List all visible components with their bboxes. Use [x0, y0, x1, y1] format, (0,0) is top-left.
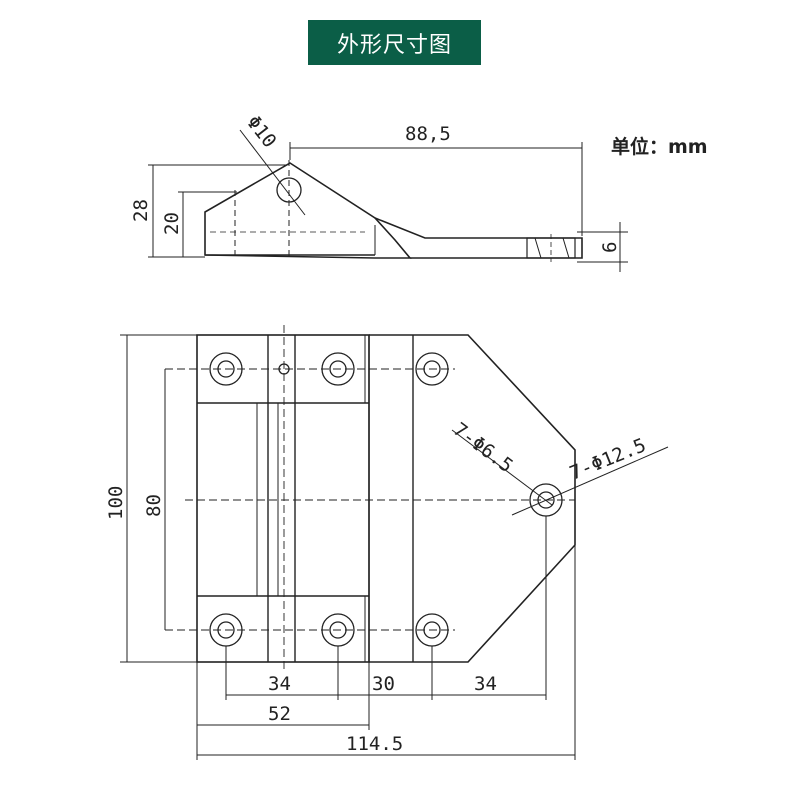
dim-28: 28	[130, 199, 152, 222]
dim-114-5: 114.5	[346, 733, 403, 755]
dim-80: 80	[143, 494, 165, 517]
side-arm-outline	[374, 217, 583, 259]
dim-7-phi12-5: 7-Φ12.5	[567, 434, 649, 484]
dim-phi10: Φ10	[242, 112, 280, 153]
dim-7-phi6-5: 7-Φ6.5	[449, 418, 517, 477]
mounting-holes	[209, 352, 563, 647]
front-view	[120, 325, 669, 760]
dim-88-5: 88,5	[405, 123, 451, 145]
dim-100: 100	[105, 486, 127, 520]
dim-20: 20	[161, 212, 183, 235]
right-leaf	[369, 334, 576, 663]
dimension-labels: Φ10 88,5 28 20 6 100 80 7-Φ6.5 7-Φ12.5 3…	[105, 112, 649, 755]
drawing-title: 外形尺寸图	[308, 20, 481, 65]
side-profile-outline	[204, 162, 412, 259]
dim-6: 6	[599, 242, 621, 253]
dim-34-left: 34	[268, 673, 291, 695]
dim-30: 30	[372, 673, 395, 695]
unit-label: 单位：mm	[611, 136, 708, 158]
dim-34-right: 34	[474, 673, 497, 695]
dim-52: 52	[268, 703, 291, 725]
side-view	[148, 129, 628, 272]
